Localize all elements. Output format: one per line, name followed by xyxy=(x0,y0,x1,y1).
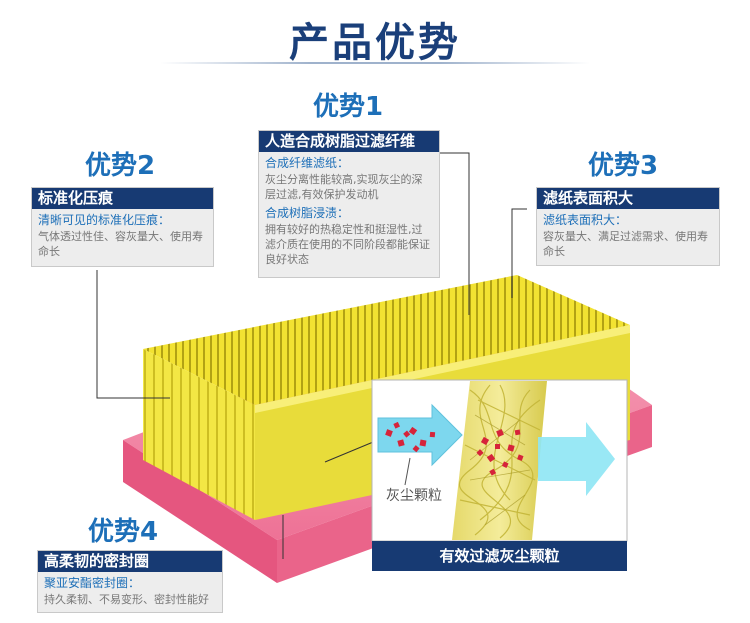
page-title: 产品优势 xyxy=(289,20,461,66)
advantage-3-subtitle: 滤纸表面积大： xyxy=(543,213,628,227)
leader-line-2 xyxy=(96,270,170,399)
seal-ring-front xyxy=(123,440,277,583)
advantage-4-card: 高柔韧的密封圈 聚亚安酯密封圈： 持久柔韧、不易变形、密封性能好 xyxy=(37,550,223,613)
advantage-2-subtitle: 清晰可见的标准化压痕： xyxy=(38,213,171,227)
inset-detail-box xyxy=(371,379,628,542)
advantage-1-subtitle-1: 合成纤维滤纸： xyxy=(265,156,350,170)
advantage-1-subtitle-2: 合成树脂浸渍： xyxy=(265,206,350,220)
advantage-2-heading: 优势2 xyxy=(85,151,156,181)
pleat-top-surface xyxy=(143,275,630,405)
filter-effect-caption: 有效过滤灰尘颗粒 xyxy=(372,541,627,571)
advantage-4-heading: 优势4 xyxy=(88,517,159,547)
advantage-3-card: 滤纸表面积大 滤纸表面积大： 容灰量大、满足过滤需求、使用寿命长 xyxy=(536,187,720,266)
dust-particles xyxy=(385,421,524,476)
leader-line-inset xyxy=(324,439,379,463)
advantage-4-text: 持久柔韧、不易变形、密封性能好 xyxy=(44,593,209,606)
advantage-3-title: 滤纸表面积大 xyxy=(537,188,719,209)
advantage-3-heading: 优势3 xyxy=(588,151,659,181)
leader-line-3 xyxy=(511,208,527,298)
advantage-3-text: 容灰量大、满足过滤需求、使用寿命长 xyxy=(543,230,708,258)
pleat-front-face xyxy=(143,349,255,520)
advantage-4-subtitle: 聚亚安酯密封圈： xyxy=(44,576,141,590)
dust-particle-label: 灰尘颗粒 xyxy=(386,488,442,504)
advantage-1-card: 人造合成树脂过滤纤维 合成纤维滤纸： 灰尘分离性能较高,实现灰尘的深层过滤,有效… xyxy=(258,130,440,278)
leader-line-1 xyxy=(435,152,470,315)
title-divider xyxy=(160,62,590,64)
advantage-2-card: 标准化压痕 清晰可见的标准化压痕： 气体透过性佳、容灰量大、使用寿命长 xyxy=(31,187,214,267)
dirty-air-arrow xyxy=(377,403,463,467)
advantage-4-title: 高柔韧的密封圈 xyxy=(38,551,222,572)
advantage-1-text-2: 拥有较好的热稳定性和挺湿性,过滤介质在使用的不同阶段都能保证良好状态 xyxy=(265,223,430,266)
advantage-2-title: 标准化压痕 xyxy=(32,188,213,209)
advantage-1-title: 人造合成树脂过滤纤维 xyxy=(259,131,439,152)
advantage-1-text-1: 灰尘分离性能较高,实现灰尘的深层过滤,有效保护发动机 xyxy=(265,173,423,201)
advantage-2-text: 气体透过性佳、容灰量大、使用寿命长 xyxy=(38,230,203,258)
advantage-1-heading: 优势1 xyxy=(313,92,384,122)
clean-air-arrow xyxy=(538,422,615,496)
